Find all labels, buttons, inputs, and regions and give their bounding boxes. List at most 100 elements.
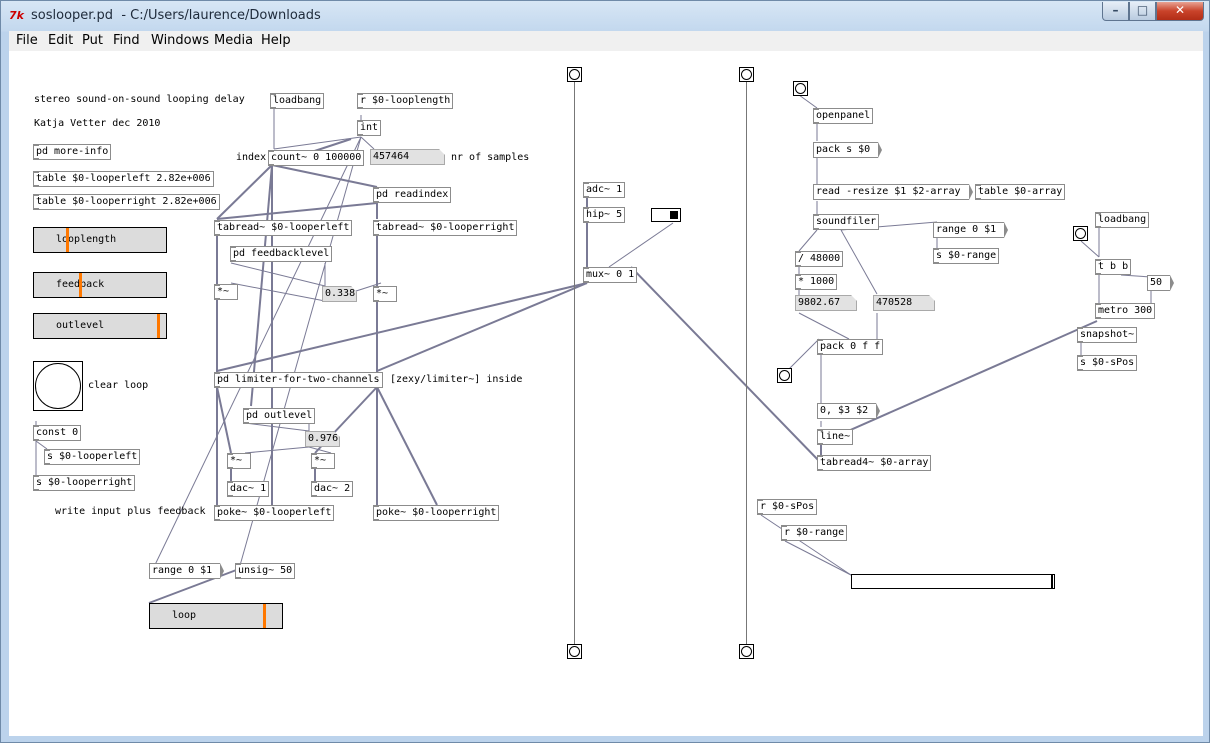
pd-object[interactable]: poke~ $0-looperleft <box>214 505 335 521</box>
pd-object[interactable]: dac~ 1 <box>227 481 270 497</box>
menu-media[interactable]: Media <box>214 33 254 48</box>
menu-edit[interactable]: Edit <box>48 33 74 48</box>
pd-object[interactable]: snapshot~ <box>1077 327 1138 343</box>
pd-object[interactable]: *~ <box>214 284 238 300</box>
number-box[interactable]: 9802.67 <box>795 295 857 311</box>
pd-object[interactable]: count~ 0 100000 <box>268 150 365 166</box>
cord[interactable] <box>35 440 48 450</box>
pd-object[interactable]: openpanel <box>813 108 874 124</box>
pd-object[interactable]: pd readindex <box>373 187 452 203</box>
pd-object[interactable]: r $0-sPos <box>757 499 818 515</box>
feedback-slider[interactable]: feedback <box>33 272 167 298</box>
pd-object[interactable]: pd more-info <box>33 144 112 160</box>
minimize-button[interactable]: – <box>1102 2 1129 21</box>
pd-object[interactable]: hip~ 5 <box>583 207 626 223</box>
menu-find[interactable]: Find <box>113 33 140 48</box>
menu-put[interactable]: Put <box>82 33 103 48</box>
clear-loop-bang[interactable] <box>33 361 83 411</box>
pd-object[interactable]: pd outlevel <box>243 408 316 424</box>
pd-message[interactable]: 50 <box>1147 275 1175 291</box>
title-bar[interactable]: 7k soslooper.pd - C:/Users/laurence/Down… <box>1 1 1209 31</box>
pd-message[interactable]: read -resize $1 $2-array <box>813 184 973 200</box>
pd-object[interactable]: s $0-looperleft <box>44 449 141 465</box>
pd-object[interactable]: loadbang <box>1095 212 1150 228</box>
loop-slider[interactable]: loop <box>149 603 283 629</box>
slider-knob[interactable] <box>157 314 160 338</box>
pd-object[interactable]: mux~ 0 1 <box>583 267 638 283</box>
pd-object[interactable]: pack 0 f f <box>817 339 884 355</box>
cord[interactable] <box>840 229 878 295</box>
slider-knob[interactable] <box>263 604 266 628</box>
pd-object[interactable]: tabread~ $0-looperleft <box>214 220 353 236</box>
cord[interactable] <box>216 164 273 220</box>
pd-object[interactable]: loadbang <box>270 93 325 109</box>
slider-knob[interactable] <box>79 273 82 297</box>
cord[interactable] <box>308 446 332 454</box>
cord[interactable] <box>152 136 362 570</box>
cord[interactable] <box>250 164 273 407</box>
slider-knob[interactable] <box>1051 575 1053 588</box>
pd-object[interactable]: / 48000 <box>795 251 844 267</box>
cord[interactable] <box>798 312 850 340</box>
cord[interactable] <box>216 202 378 220</box>
pd-object[interactable]: pd limiter-for-two-channels <box>214 372 383 388</box>
cord[interactable] <box>798 94 818 109</box>
vslider-top-bang[interactable] <box>567 67 582 82</box>
pd-object[interactable]: metro 300 <box>1095 303 1156 319</box>
pd-object[interactable]: soundfiler <box>813 214 880 230</box>
pd-object[interactable]: r $0-looplength <box>357 93 454 109</box>
open-file-bang[interactable] <box>793 81 808 96</box>
pd-object[interactable]: *~ <box>227 453 251 469</box>
cord[interactable] <box>244 422 310 432</box>
menu-help[interactable]: Help <box>261 33 291 48</box>
pd-object[interactable]: int <box>357 120 382 136</box>
cord[interactable] <box>1120 274 1152 278</box>
done-bang[interactable] <box>777 368 792 383</box>
pd-object[interactable]: * 1000 <box>795 274 838 290</box>
pd-object[interactable]: *~ <box>311 453 335 469</box>
outlevel-slider[interactable]: outlevel <box>33 313 167 339</box>
cord[interactable] <box>230 282 326 302</box>
menu-windows[interactable]: Windows <box>151 33 210 48</box>
cord[interactable] <box>230 262 326 287</box>
pd-object[interactable]: table $0-array <box>975 184 1066 200</box>
cord[interactable] <box>376 386 438 506</box>
vslider-bottom-bang[interactable] <box>739 644 754 659</box>
pd-object[interactable]: table $0-looperright 2.82e+006 <box>33 194 220 210</box>
cord[interactable] <box>244 446 310 454</box>
pd-object[interactable]: tabread~ $0-looperright <box>373 220 518 236</box>
pd-object[interactable]: adc~ 1 <box>583 182 626 198</box>
cord[interactable] <box>360 136 375 150</box>
pd-message[interactable]: range 0 $1 <box>933 222 1009 238</box>
pd-object[interactable]: *~ <box>373 286 397 302</box>
pd-object[interactable]: pd feedbacklevel <box>230 246 333 262</box>
slider-knob[interactable] <box>66 228 69 252</box>
number-box[interactable]: 0.338 <box>322 286 357 302</box>
pd-message[interactable]: 0, $3 $2 <box>817 403 881 419</box>
vslider-bottom-bang[interactable] <box>567 644 582 659</box>
cord[interactable] <box>273 136 362 150</box>
cord[interactable] <box>788 338 820 370</box>
cord[interactable] <box>608 222 674 268</box>
cord[interactable] <box>630 266 822 464</box>
pd-object[interactable]: line~ <box>817 429 854 445</box>
number-box[interactable]: 470528 <box>873 295 935 311</box>
cord[interactable] <box>798 229 818 252</box>
maximize-button[interactable]: □ <box>1129 2 1156 21</box>
close-button[interactable]: ✕ <box>1156 2 1204 21</box>
pd-object[interactable]: s $0-sPos <box>1077 355 1138 371</box>
cord[interactable] <box>784 540 852 576</box>
number-box[interactable]: 457464 <box>370 149 445 165</box>
pd-object[interactable]: const 0 <box>33 425 82 441</box>
vslider-top-bang[interactable] <box>739 67 754 82</box>
pd-object[interactable]: unsig~ 50 <box>235 563 296 579</box>
pd-message[interactable]: range 0 $1 <box>149 563 225 579</box>
cord[interactable] <box>238 136 362 570</box>
cord[interactable] <box>1080 240 1100 258</box>
pd-object[interactable]: t b b <box>1095 259 1132 275</box>
looplength-slider[interactable]: looplength <box>33 227 167 253</box>
pd-object[interactable]: poke~ $0-looperright <box>373 505 500 521</box>
pd-object[interactable]: s $0-looperright <box>33 475 136 491</box>
cord[interactable] <box>216 282 588 372</box>
cord[interactable] <box>271 164 378 188</box>
